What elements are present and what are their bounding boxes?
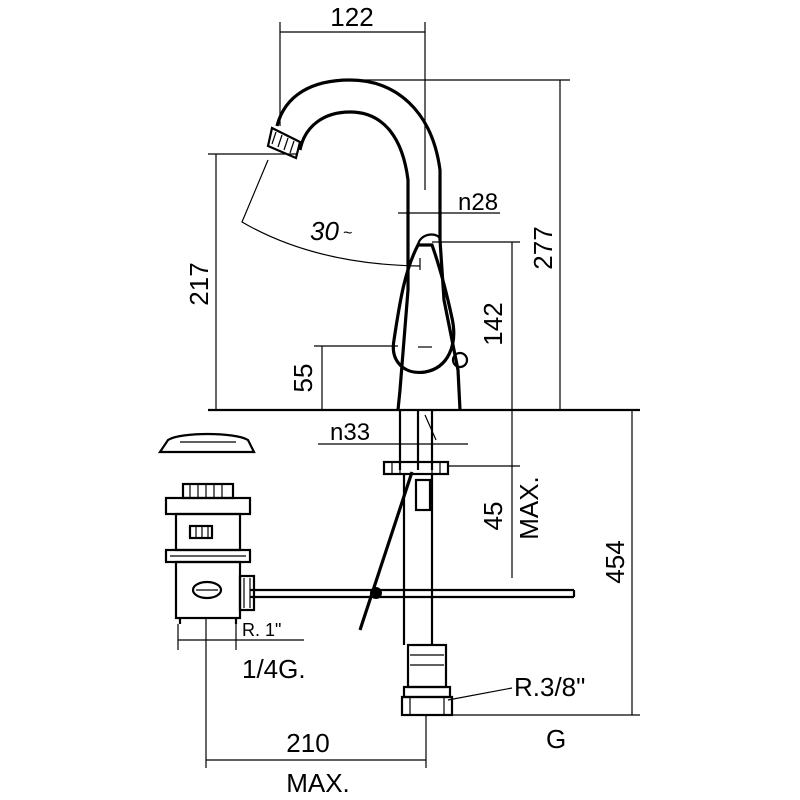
pipe-fitting [414,478,432,512]
dim-below-deck: 454 [600,540,630,583]
popup-cap [157,432,256,454]
dim-total-height: 277 [528,226,558,269]
dim-swivel-angle: 30~ [310,216,352,246]
dim-rod-max-label: MAX. [286,768,350,798]
handle-lever [391,243,456,374]
dim-supply-thread: R.3/8" [514,672,585,702]
dim-waste-connection: 1/4G. [242,654,306,684]
fixing-nut [382,460,450,476]
faucet-outline [208,78,640,717]
dim-deck-max: 45 [478,502,508,531]
supply-connector [406,643,448,689]
spout-inner [298,110,410,240]
dim-body-height: 55 [288,364,318,393]
supply-nut [402,685,452,699]
dim-waste-thread: R. 1" [242,620,281,640]
popup-rod [358,471,414,631]
dim-rod-length: 210 [286,728,329,758]
handle-knob [451,351,469,369]
spout-outer [275,78,442,240]
dim-shank-diameter: n33 [330,419,370,446]
body-right [438,239,462,411]
dim-spout-diameter: n28 [458,189,498,216]
aerator [266,126,302,160]
waste-flange [164,496,252,516]
dim-handle-height: 142 [478,302,508,345]
dim-spout-reach: 122 [330,2,373,32]
dim-deck-max-label: MAX. [514,476,544,540]
dim-supply-suffix: G [546,724,566,754]
dimension-lines [177,22,640,768]
pivot-connector [238,574,256,612]
dim-outlet-height: 217 [184,262,214,305]
waste-assembly [157,432,256,624]
supply-base [400,695,454,717]
